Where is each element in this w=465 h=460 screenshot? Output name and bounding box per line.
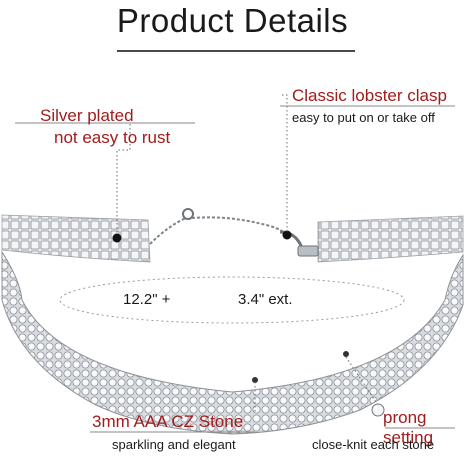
plating-callout-subtitle: not easy to rust xyxy=(54,128,171,147)
title-underline xyxy=(117,50,355,52)
plating-callout-title: Silver plated xyxy=(40,106,134,125)
stone-callout-dot xyxy=(252,377,258,383)
clasp-callout-subtitle: easy to put on or take off xyxy=(292,110,435,125)
page-title: Product Details xyxy=(116,2,349,39)
extension-measurement: 3.4" ext. xyxy=(238,291,293,308)
stone-callout-title: 3mm AAA CZ Stone xyxy=(92,412,244,431)
plating-callout-dot xyxy=(112,233,122,243)
setting-callout-title: prong setting xyxy=(383,408,434,447)
setting-callout-subtitle: close-knit each stone xyxy=(312,437,435,452)
length-measurement: 12.2" + xyxy=(123,291,171,308)
stone-callout-subtitle: sparkling and elegant xyxy=(112,437,236,452)
setting-callout-dot xyxy=(343,351,349,357)
clasp-callout-dot xyxy=(282,230,292,240)
clasp-callout-title: Classic lobster clasp xyxy=(292,86,447,105)
